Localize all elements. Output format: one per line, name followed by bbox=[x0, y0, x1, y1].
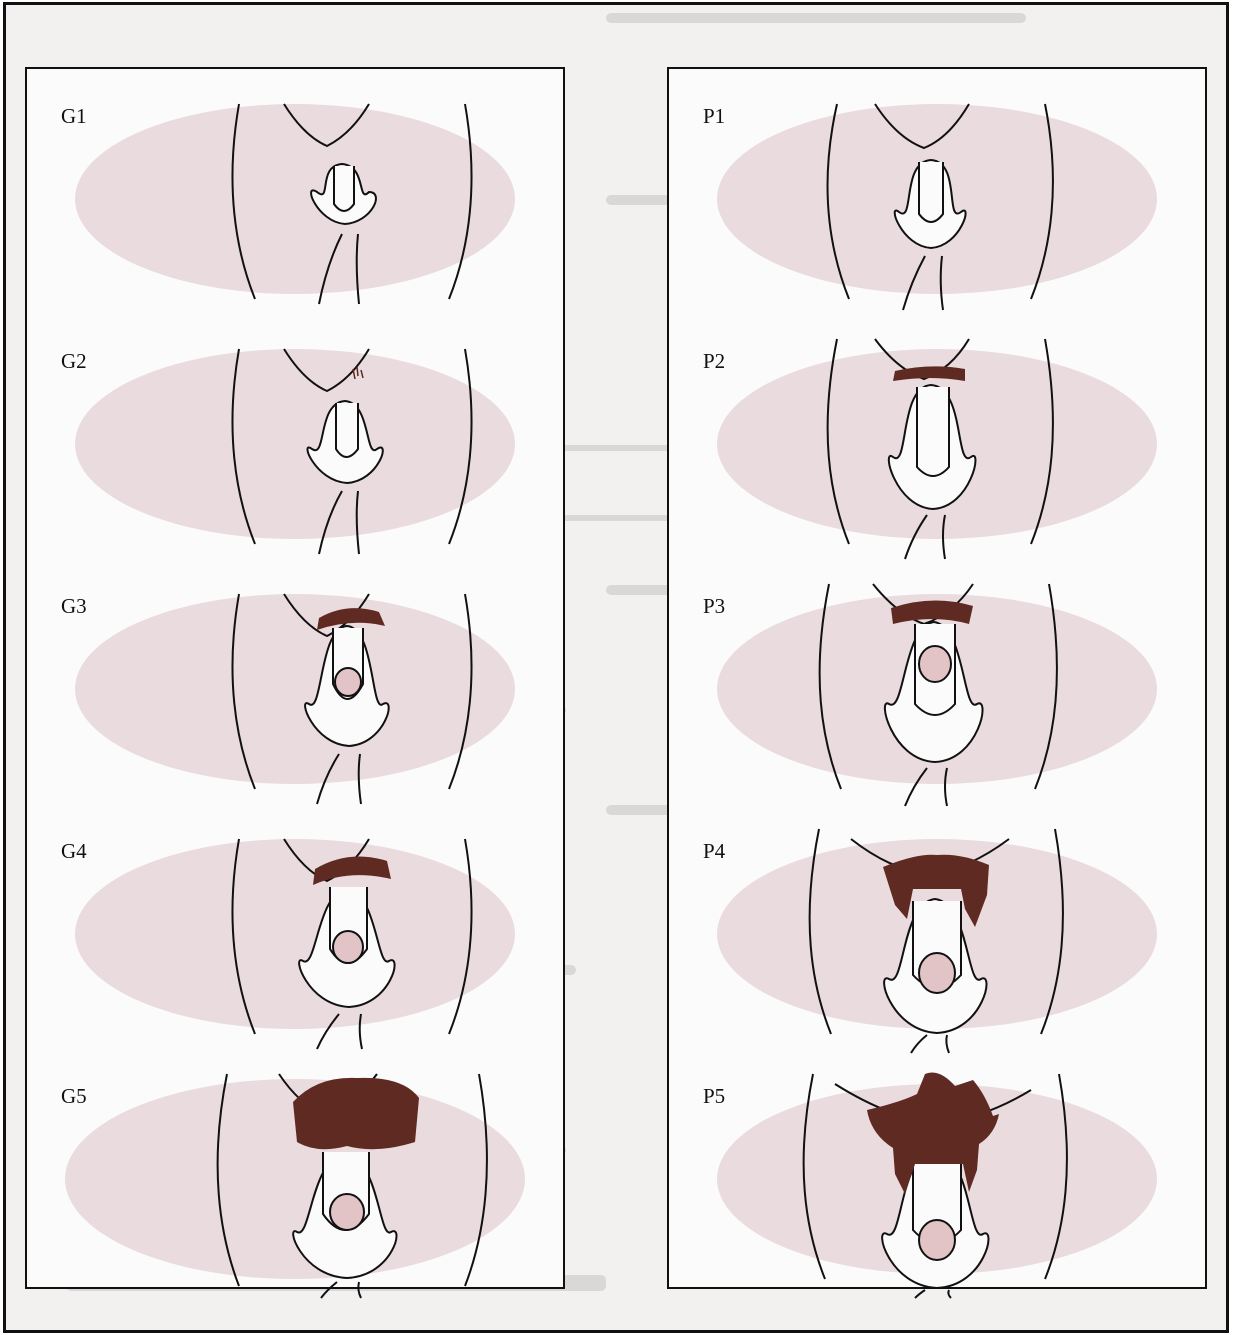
left-inner-thigh bbox=[945, 768, 947, 806]
stage-g3-illustration bbox=[27, 564, 563, 808]
stage-p4-illustration bbox=[669, 809, 1205, 1053]
stage-g1: G1 bbox=[27, 74, 563, 318]
pubic-hair bbox=[293, 1078, 419, 1149]
stage-p2-illustration bbox=[669, 319, 1205, 563]
glans bbox=[333, 931, 363, 963]
figure-frame: G1 G2 bbox=[3, 2, 1229, 1333]
skin-shading bbox=[75, 594, 515, 784]
left-inner-thigh bbox=[948, 1290, 951, 1298]
stage-g2-illustration bbox=[27, 319, 563, 563]
stage-g1-illustration bbox=[27, 74, 563, 318]
skin-shading bbox=[75, 839, 515, 1029]
genital-stages-panel: G1 G2 bbox=[25, 67, 565, 1289]
stage-p3-illustration bbox=[669, 564, 1205, 808]
stage-g4: G4 bbox=[27, 809, 563, 1053]
glans bbox=[330, 1194, 364, 1230]
stage-p5-illustration bbox=[669, 1054, 1205, 1298]
glans bbox=[919, 1220, 955, 1260]
glans bbox=[335, 668, 361, 696]
penis-outline bbox=[334, 166, 354, 211]
stage-g4-illustration bbox=[27, 809, 563, 1053]
stage-p1: P1 bbox=[669, 74, 1205, 318]
skin-shading bbox=[75, 349, 515, 539]
stage-p5: P5 bbox=[669, 1054, 1205, 1298]
penis-outline bbox=[919, 162, 943, 222]
right-inner-thigh bbox=[321, 1282, 337, 1298]
stage-p2: P2 bbox=[669, 319, 1205, 563]
glans bbox=[919, 646, 951, 682]
left-inner-thigh bbox=[946, 1035, 949, 1053]
glans bbox=[919, 953, 955, 993]
stage-g5: G5 bbox=[27, 1054, 563, 1298]
right-inner-thigh bbox=[911, 1035, 927, 1053]
skin-shading bbox=[75, 104, 515, 294]
stage-p4: P4 bbox=[669, 809, 1205, 1053]
stage-g3: G3 bbox=[27, 564, 563, 808]
pubic-hair-stages-panel: P1 P2 bbox=[667, 67, 1207, 1289]
stage-g5-illustration bbox=[27, 1054, 563, 1298]
penis-outline bbox=[917, 387, 949, 476]
stage-p3: P3 bbox=[669, 564, 1205, 808]
stage-g2: G2 bbox=[27, 319, 563, 563]
right-inner-thigh bbox=[915, 1290, 925, 1298]
stage-p1-illustration bbox=[669, 74, 1205, 318]
penis-outline bbox=[336, 403, 358, 457]
left-inner-thigh bbox=[358, 1282, 361, 1298]
